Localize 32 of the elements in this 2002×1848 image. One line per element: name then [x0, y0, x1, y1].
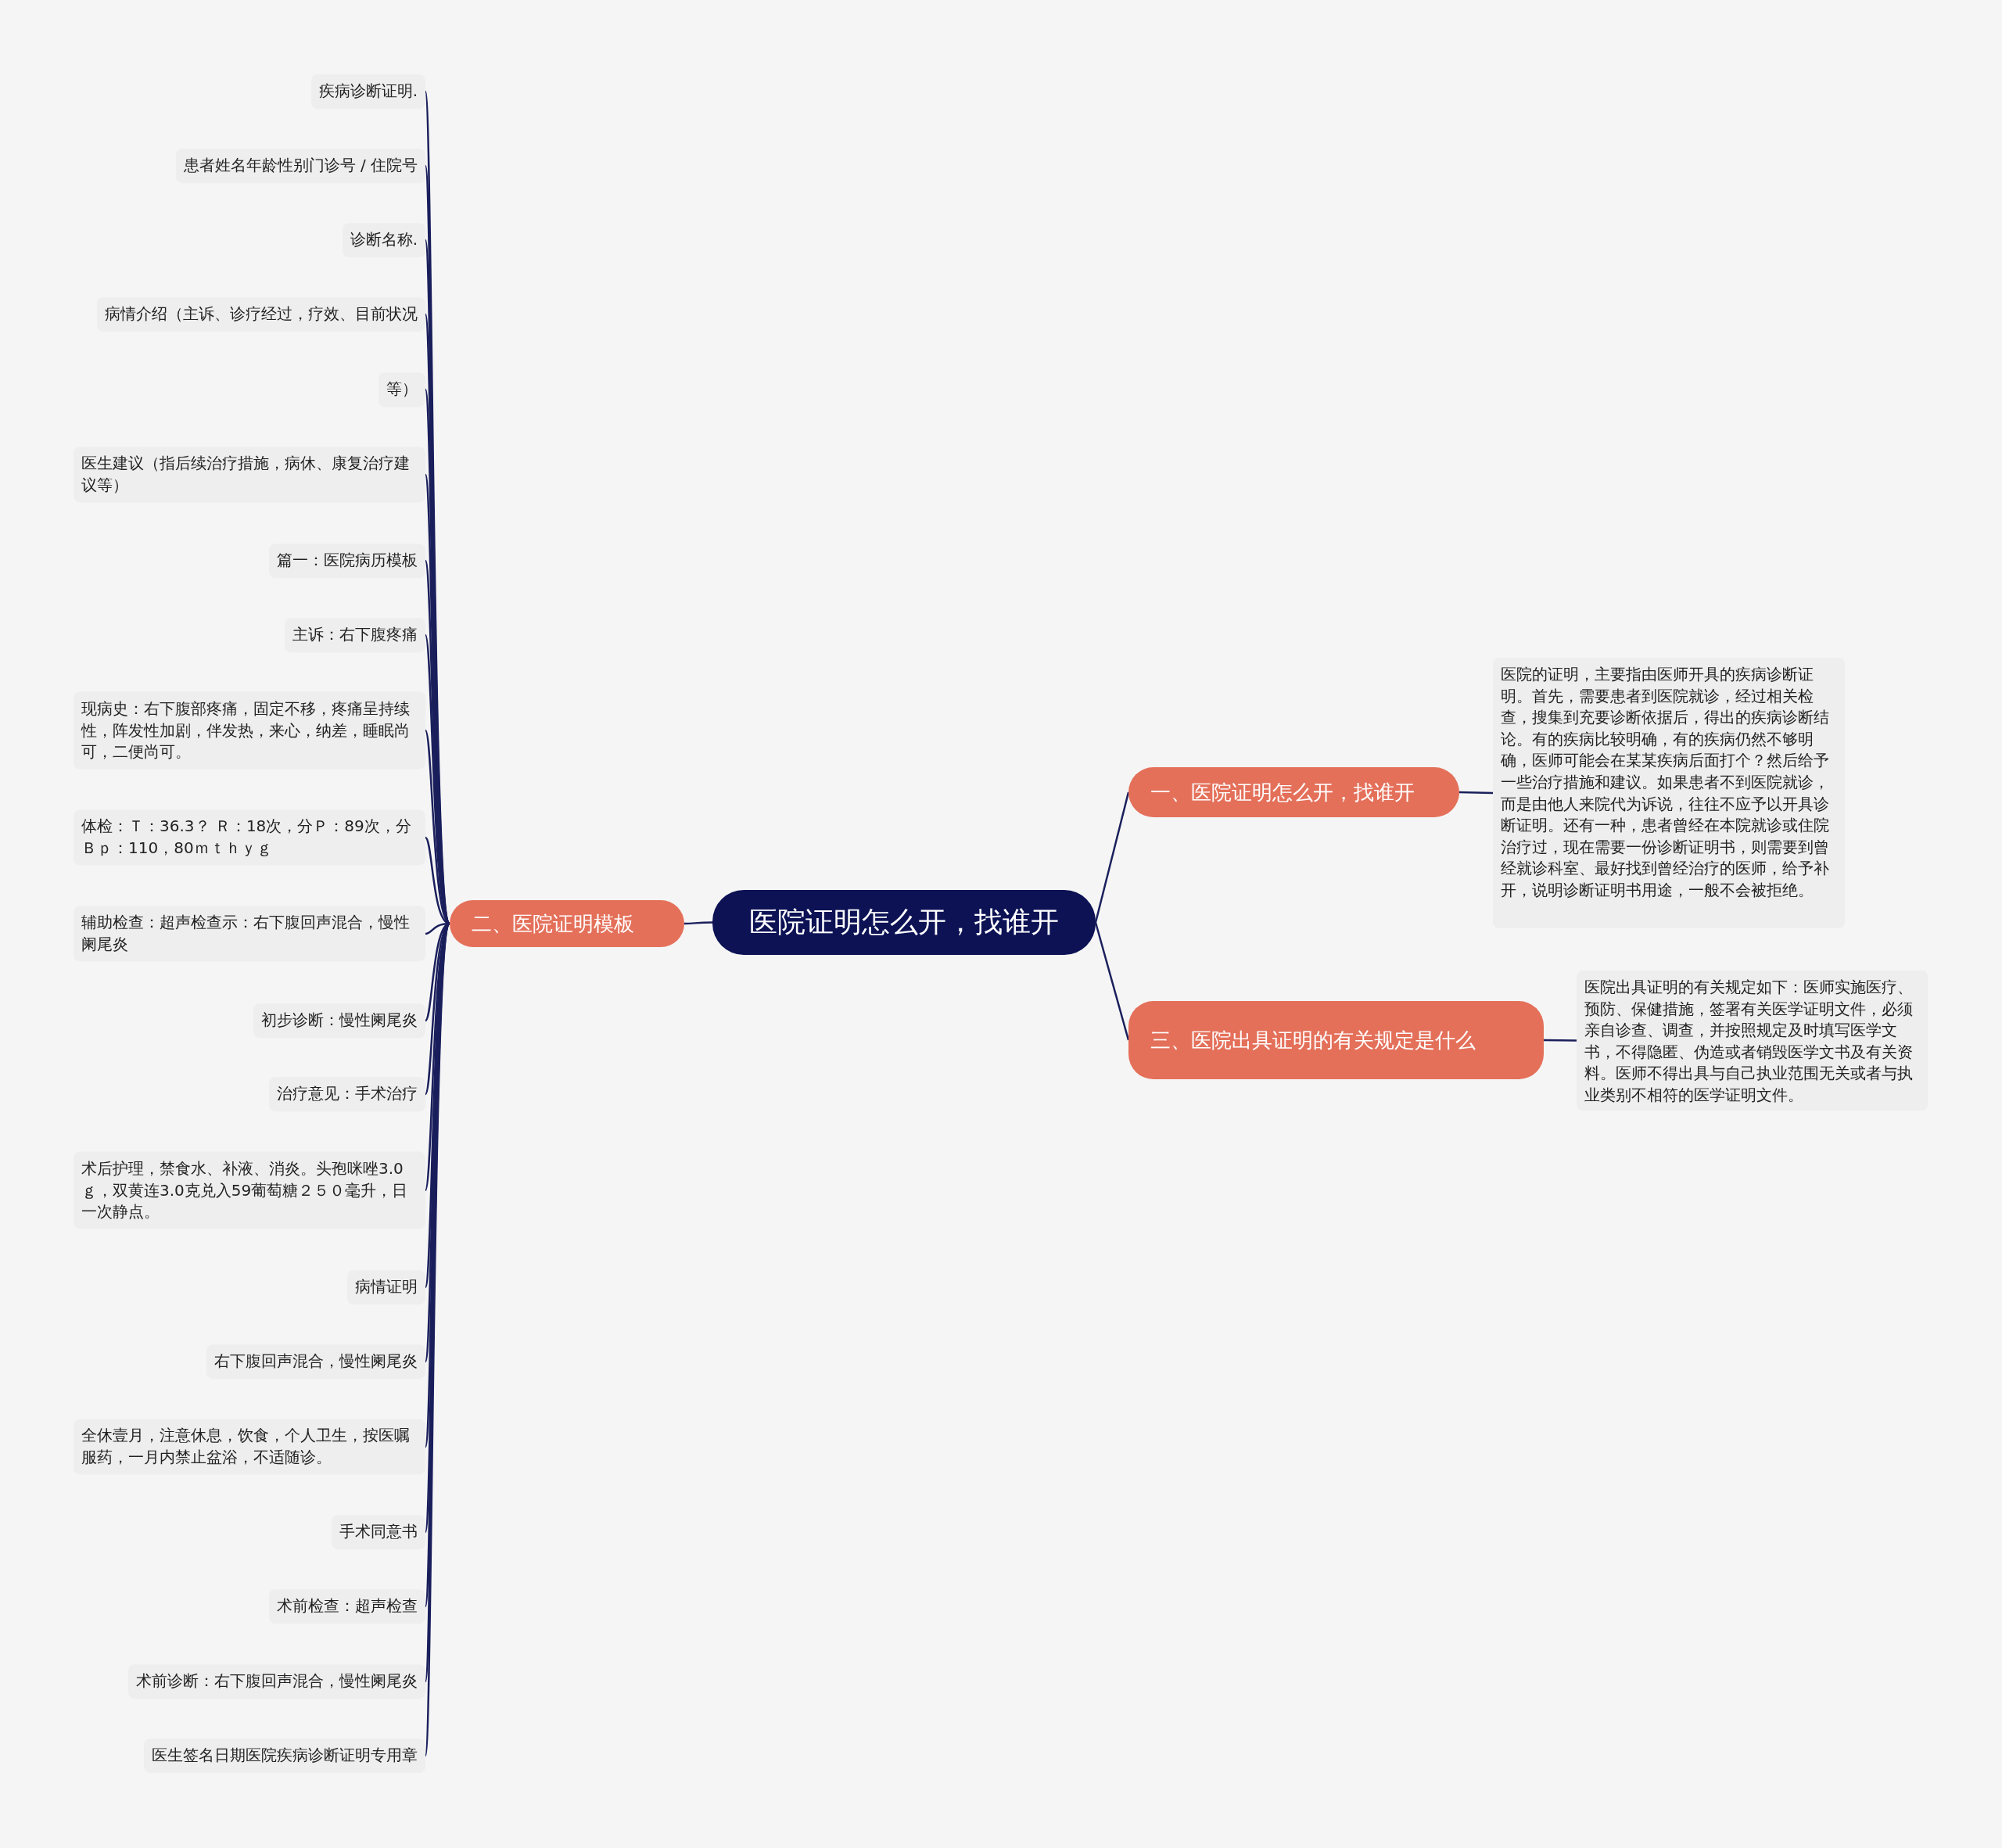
leaf-box: 病情证明 [347, 1270, 425, 1304]
leaf-box: 术后护理，禁食水、补液、消炎。头孢咪唑3.0ｇ，双黄连3.0克兑入59葡萄糖２５０毫升，日一次静点。 [74, 1151, 425, 1229]
leaf-box: 体检：Ｔ：36.3？ Ｒ：18次，分Ｐ：89次，分Ｂｐ：110，80ｍｔｈｙｇ [74, 809, 425, 866]
branch-box: 一、医院证明怎么开，找谁开 [1128, 767, 1459, 817]
root-node: 医院证明怎么开，找谁开 [712, 890, 1096, 955]
connector-line [1094, 791, 1130, 923]
leaf-box: 等） [379, 372, 425, 407]
branch-box: 二、医院证明模板 [450, 900, 684, 947]
connector-line [1458, 791, 1494, 795]
leaf-box: 疾病诊断证明. [310, 74, 425, 109]
leaf-box: 医生建议（指后续治疗措施，病休、康复治疗建议等） [74, 447, 425, 503]
leaf-box: 辅助检查：超声检查示：右下腹回声混合，慢性阑尾炎 [74, 906, 425, 962]
leaf-box: 右下腹回声混合，慢性阑尾炎 [206, 1344, 425, 1379]
text-box: 医院的证明，主要指由医师开具的疾病诊断证明。首先，需要患者到医院就诊，经过相关检查，搜集到充要诊断依据后，得出的疾病诊断结论。有的疾病比较明确，有的疾病仍然不够明确，医师可能会在某某疾病后面打个？然后给予一些治疗措施和建议。如果患者不到医院就诊，而是由他人来院代为诉说，往往不应予以开具诊断证明。还有一种，患者曾经在本院就诊或住院治疗过，现在需要一份诊断证明书，则需要到曾经就诊科室、最好找到曾经治疗的医师，给予补开，说明诊断证明书用途，一般不会被拒绝。 [1493, 658, 1845, 928]
connector-line [684, 921, 712, 925]
connector-line [1544, 1039, 1577, 1042]
connector-line [1094, 922, 1130, 1041]
branch-box: 三、医院出具证明的有关规定是什么 [1128, 1001, 1544, 1079]
leaf-box: 医生签名日期医院疾病诊断证明专用章 [144, 1739, 425, 1773]
leaf-box: 术前检查：超声检查 [269, 1589, 425, 1624]
leaf-box: 篇一：医院病历模板 [269, 544, 425, 578]
leaf-box: 诊断名称. [342, 223, 425, 257]
leaf-box: 病情介绍（主诉、诊疗经过，疗效、目前状况 [97, 297, 425, 332]
leaf-box: 治疗意见：手术治疗 [269, 1077, 425, 1111]
leaf-box: 现病史：右下腹部疼痛，固定不移，疼痛呈持续性，阵发性加剧，伴发热，来心，纳差，睡眠尚可，二便尚可。 [74, 691, 425, 770]
leaf-box: 主诉：右下腹疼痛 [285, 618, 425, 652]
leaf-box: 手术同意书 [332, 1515, 425, 1549]
leaf-box: 患者姓名年龄性别门诊号 / 住院号 [175, 149, 425, 183]
leaf-box: 术前诊断：右下腹回声混合，慢性阑尾炎 [128, 1664, 425, 1699]
text-box: 医院出具证明的有关规定如下：医师实施医疗、预防、保健措施，签署有关医学证明文件，必须亲自诊查、调查，并按照规定及时填写医学文书，不得隐匿、伪造或者销毁医学文书及有关资料。医师不得出具与自己执业范围无关或者与执业类别不相符的医学证明文件。 [1577, 971, 1928, 1111]
leaf-box: 初步诊断：慢性阑尾炎 [253, 1003, 425, 1038]
leaf-box: 全休壹月，注意休息，饮食，个人卫生，按医嘱服药，一月内禁止盆浴，不适随诊。 [74, 1419, 425, 1475]
